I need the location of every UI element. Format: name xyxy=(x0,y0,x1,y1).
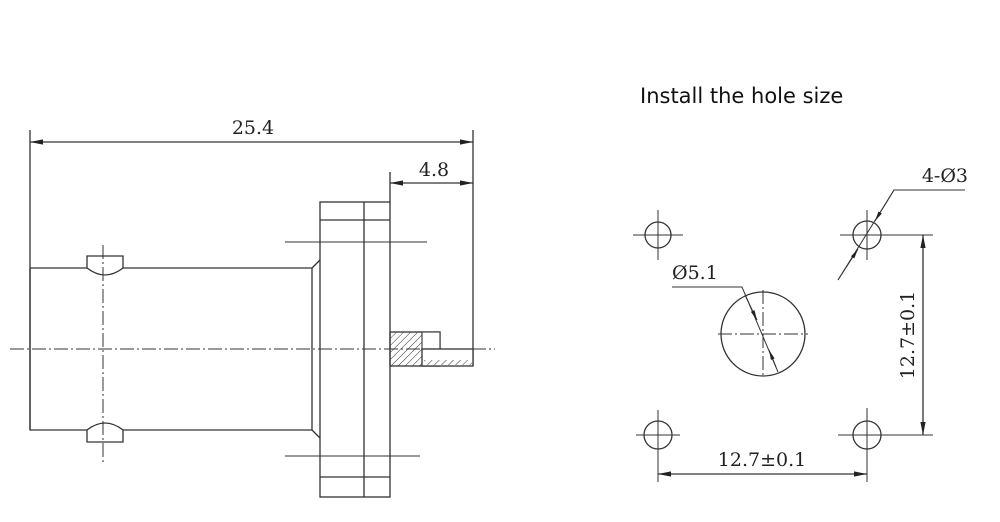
mounting-holes-callout: 4-Ø3 xyxy=(837,165,968,281)
mounting-hole-top-left xyxy=(633,210,683,260)
hole-pattern-view: Ø5.1 4-Ø3 12.7±0.1 12.7±0.1 xyxy=(633,165,968,482)
mounting-hole-bottom-right xyxy=(838,408,933,482)
connector-body xyxy=(29,255,321,443)
mounting-hole-bottom-left xyxy=(636,410,680,482)
hole-size-title: Install the hole size xyxy=(640,84,844,108)
mounting-hole-top-right xyxy=(840,210,933,260)
vertical-spacing-label: 12.7±0.1 xyxy=(897,291,919,379)
pin-length-label: 4.8 xyxy=(419,159,449,181)
center-hole-callout: Ø5.1 xyxy=(672,262,779,373)
horizontal-spacing-label: 12.7±0.1 xyxy=(718,449,806,471)
connector-side-view: 25.4 4.8 xyxy=(10,117,495,498)
dimension-pin-length: 4.8 xyxy=(389,159,473,202)
dimension-horizontal-spacing: 12.7±0.1 xyxy=(658,449,867,477)
dimension-vertical-spacing: 12.7±0.1 xyxy=(897,235,926,435)
center-hole-diameter-label: Ø5.1 xyxy=(672,262,718,284)
center-hole xyxy=(718,290,808,378)
mounting-holes-label: 4-Ø3 xyxy=(922,165,968,187)
overall-length-label: 25.4 xyxy=(232,117,274,139)
